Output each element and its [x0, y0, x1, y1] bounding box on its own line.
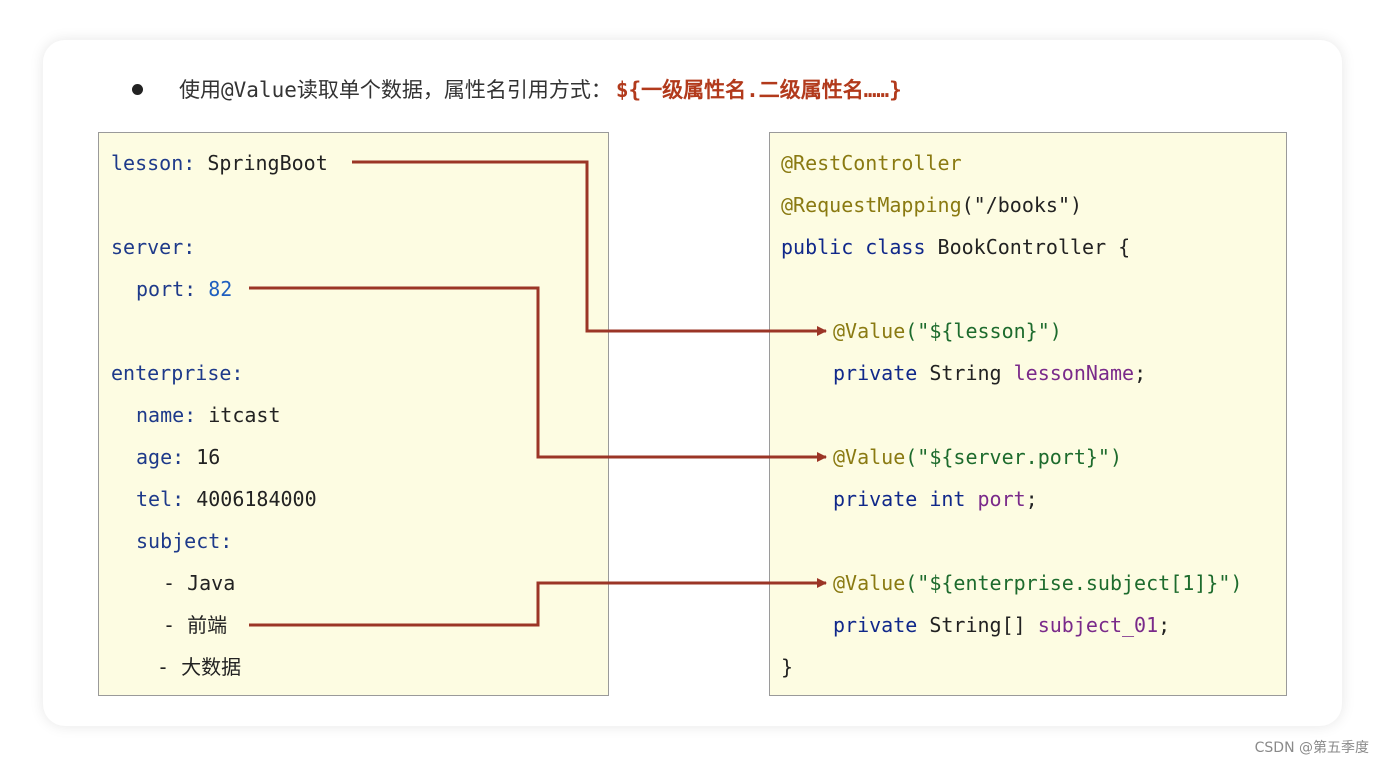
code-line-value-lesson: @Value("${lesson}")	[833, 315, 1062, 347]
yaml-line-port: port: 82	[136, 273, 232, 305]
semicolon: ;	[1134, 361, 1147, 385]
watermark: CSDN @第五季度	[1254, 740, 1369, 756]
annotation-arg: ("${lesson}")	[905, 319, 1062, 343]
type-name: String[]	[929, 613, 1026, 637]
header-text: 使用@Value读取单个数据，属性名引用方式：	[179, 78, 612, 102]
yaml-value: 16	[196, 445, 221, 469]
annotation-arg: ("/books")	[961, 193, 1083, 217]
yaml-line-name: name: itcast	[136, 399, 281, 431]
keyword: private	[833, 613, 918, 637]
yaml-list-item: - Java	[163, 567, 235, 599]
class-name: BookController {	[937, 235, 1131, 259]
keyword: public class	[781, 235, 926, 259]
semicolon: ;	[1158, 613, 1171, 637]
code-line-value-subject: @Value("${enterprise.subject[1]}")	[833, 567, 1242, 599]
header-line: 使用@Value读取单个数据，属性名引用方式： ${一级属性名.二级属性名……}	[132, 72, 902, 106]
yaml-key: lesson:	[111, 151, 196, 175]
yaml-value: 4006184000	[196, 487, 317, 511]
keyword: private	[833, 361, 918, 385]
yaml-line-enterprise: enterprise:	[111, 357, 243, 389]
yaml-list-item: - 前端	[163, 609, 227, 641]
semicolon: ;	[1025, 487, 1038, 511]
annotation: @RequestMapping	[781, 193, 962, 217]
annotation-arg: ("${server.port}")	[905, 445, 1122, 469]
yaml-key: port:	[136, 277, 197, 301]
code-line-field-subject: private String[] subject_01;	[833, 609, 1170, 641]
close-brace: }	[781, 655, 794, 679]
header-syntax: ${一级属性名.二级属性名……}	[615, 78, 902, 102]
code-line-restcontroller: @RestController	[781, 147, 962, 179]
yaml-key: tel:	[136, 487, 185, 511]
code-line-field-lessonname: private String lessonName;	[833, 357, 1146, 389]
type-name: String	[929, 361, 1002, 385]
yaml-config-panel: lesson: SpringBoot server: port: 82 ente…	[98, 132, 609, 696]
yaml-key: enterprise:	[111, 361, 244, 385]
yaml-list-value: - Java	[163, 571, 236, 595]
yaml-value: SpringBoot	[207, 151, 328, 175]
code-line-requestmapping: @RequestMapping("/books")	[781, 189, 1082, 221]
yaml-value: 82	[208, 277, 233, 301]
annotation: @Value	[833, 571, 906, 595]
yaml-key: server:	[111, 235, 196, 259]
keyword: private int	[833, 487, 966, 511]
annotation: @Value	[833, 445, 906, 469]
field-name: subject_01	[1037, 613, 1159, 637]
annotation-arg: ("${enterprise.subject[1]}")	[905, 571, 1243, 595]
yaml-value: itcast	[208, 403, 281, 427]
code-line-value-port: @Value("${server.port}")	[833, 441, 1122, 473]
yaml-line-subject: subject:	[136, 525, 232, 557]
yaml-line-age: age: 16	[136, 441, 220, 473]
code-line-field-port: private int port;	[833, 483, 1038, 515]
yaml-list-value: - 前端	[163, 613, 228, 637]
bullet-icon	[132, 83, 143, 95]
yaml-list-item: - 大数据	[157, 651, 241, 683]
code-line-class-decl: public class BookController {	[781, 231, 1130, 263]
annotation: @RestController	[781, 151, 962, 175]
field-name: port	[977, 487, 1026, 511]
yaml-line-server: server:	[111, 231, 195, 263]
field-name: lessonName	[1013, 361, 1135, 385]
yaml-key: name:	[136, 403, 197, 427]
yaml-key: age:	[136, 445, 185, 469]
annotation: @Value	[833, 319, 906, 343]
yaml-key: subject:	[136, 529, 233, 553]
yaml-line-lesson: lesson: SpringBoot	[111, 147, 328, 179]
code-line-close-brace: }	[781, 651, 793, 683]
java-code-panel: @RestController @RequestMapping("/books"…	[769, 132, 1287, 696]
yaml-list-value: - 大数据	[157, 655, 242, 679]
yaml-line-tel: tel: 4006184000	[136, 483, 317, 515]
